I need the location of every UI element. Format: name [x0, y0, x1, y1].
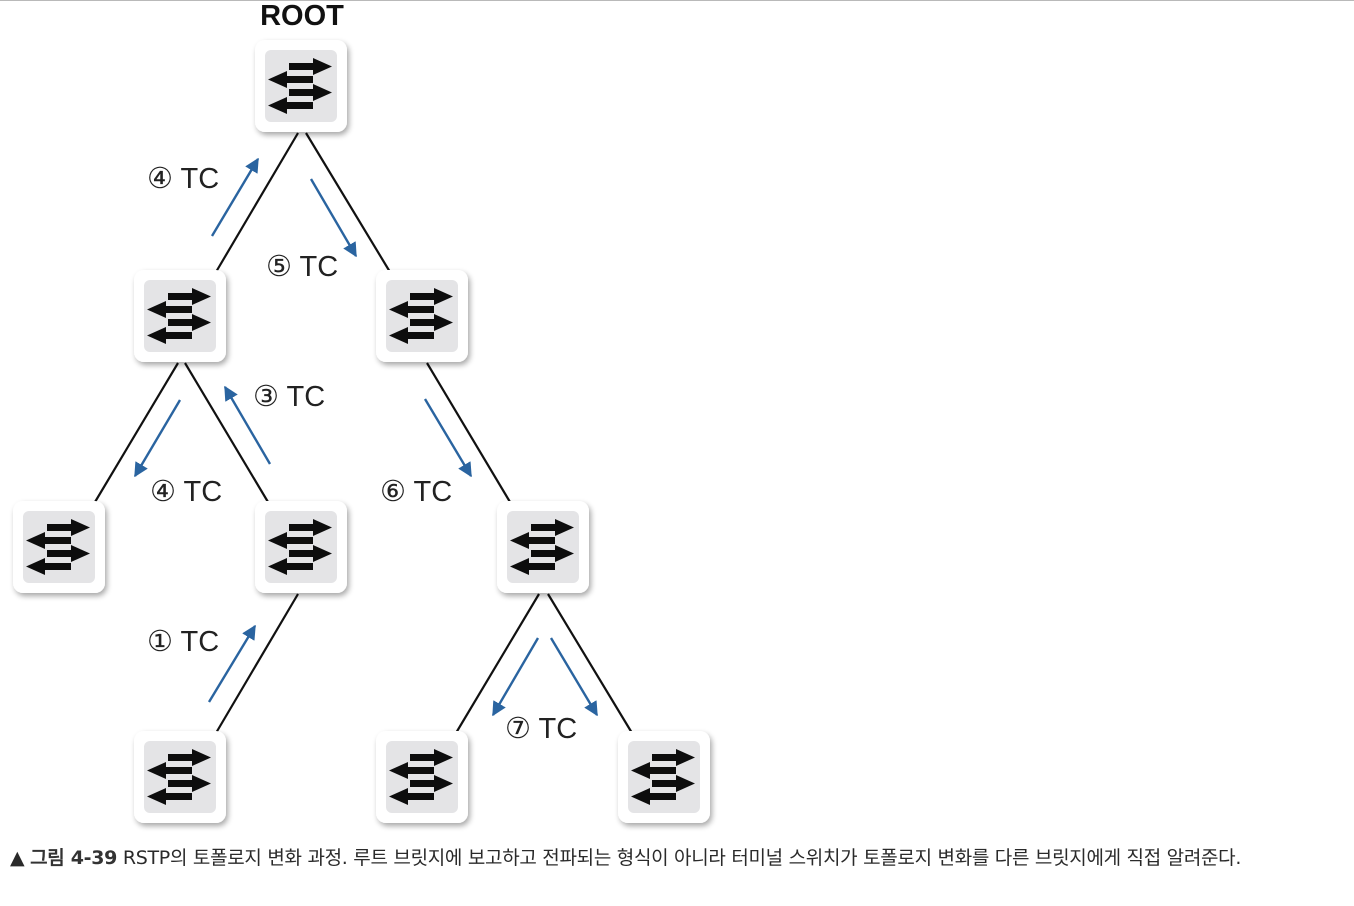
link-root-a	[215, 132, 299, 273]
switch-icon	[376, 731, 468, 823]
switch-icon	[497, 501, 589, 593]
caption-text: RSTP의 토폴로지 변화 과정. 루트 브릿지에 보고하고 전파되는 형식이 …	[122, 847, 1242, 869]
switch-icon	[134, 270, 226, 362]
switch-c	[13, 501, 105, 593]
tc-label-b-down: ⑥ TC	[380, 476, 452, 508]
tc-label-d-up: ① TC	[147, 626, 219, 658]
tc-arrow-b-down	[423, 398, 473, 478]
switch-f	[134, 731, 226, 823]
caption-marker: ▲	[10, 847, 25, 869]
links	[94, 132, 633, 734]
tc-arrow-a-left	[133, 399, 182, 478]
switch-icon	[618, 731, 710, 823]
tc-arrow-root-right	[309, 178, 358, 258]
tc-arrow-e-right	[549, 637, 599, 717]
tc-arrow-d-up	[207, 624, 257, 703]
switch-icon	[255, 40, 347, 132]
link-b-e	[426, 362, 511, 503]
switch-a	[134, 270, 226, 362]
tc-label-e-children: ⑦ TC	[505, 713, 577, 745]
link-a-d	[184, 362, 269, 503]
switch-icon	[376, 270, 468, 362]
figure-number: 그림 4-39	[30, 847, 118, 869]
link-root-b	[305, 132, 391, 273]
tc-arrows	[133, 157, 599, 717]
switch-h	[618, 731, 710, 823]
tc-label-root-left: ④ TC	[147, 163, 219, 195]
root-label: ROOT	[260, 0, 344, 32]
tc-label-a-left: ④ TC	[150, 476, 222, 508]
tc-label-a-right: ③ TC	[253, 381, 325, 413]
tc-label-root-right: ⑤ TC	[266, 251, 338, 283]
figure-caption: ▲ 그림 4-39 RSTP의 토폴로지 변화 과정. 루트 브릿지에 보고하고…	[10, 843, 1241, 870]
rstp-topology-diagram: ROOT ④ TC ⑤ TC ③ TC ④ TC ⑥ TC ① TC ⑦ TC	[13, 0, 710, 823]
switch-g	[376, 731, 468, 823]
tc-arrow-root-left	[210, 157, 260, 237]
top-border	[0, 0, 1354, 1]
link-e-g	[455, 593, 540, 734]
switch-icon	[13, 501, 105, 593]
tc-arrow-e-left	[491, 637, 540, 717]
switch-e	[497, 501, 589, 593]
link-e-h	[547, 593, 633, 734]
switch-icon	[255, 501, 347, 593]
link-a-c	[94, 362, 179, 503]
link-d-f	[215, 593, 299, 734]
tc-arrow-a-right	[223, 385, 272, 465]
switch-icon	[134, 731, 226, 823]
switch-d	[255, 501, 347, 593]
switch-root	[255, 40, 347, 132]
switch-b	[376, 270, 468, 362]
